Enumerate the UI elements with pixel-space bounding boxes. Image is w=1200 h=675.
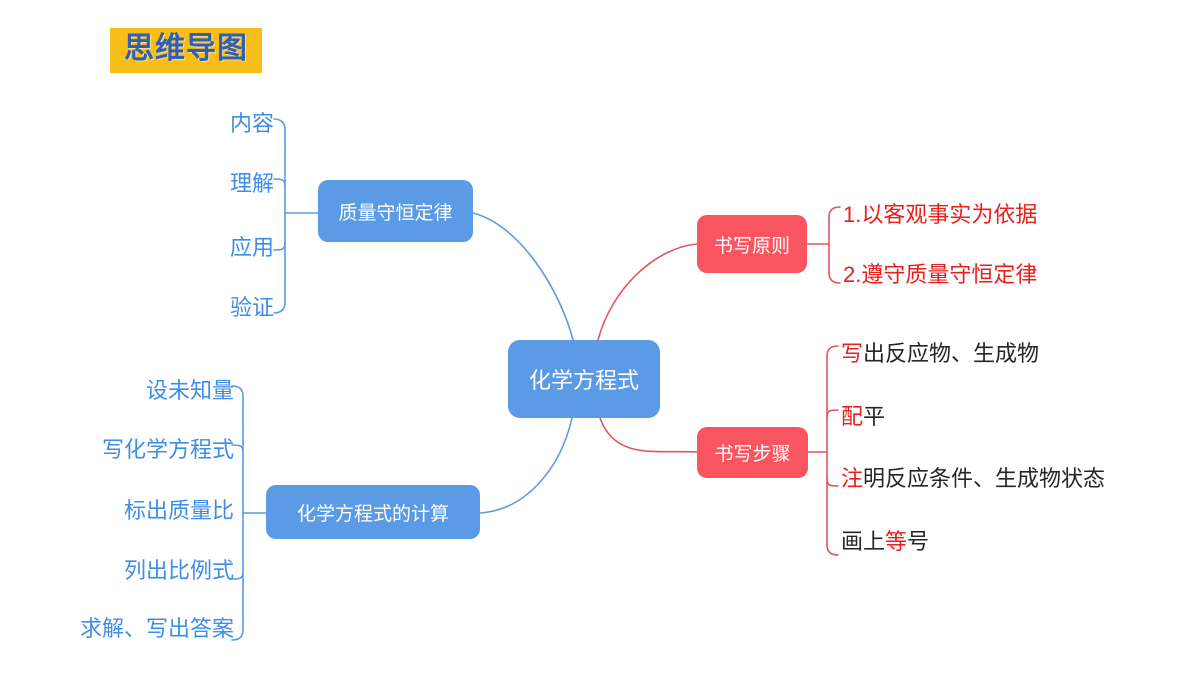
wire-steps-cap-bottom bbox=[826, 544, 839, 556]
leaf-mass-item-4[interactable]: 验证 bbox=[229, 295, 274, 320]
leaf-steps-item-4[interactable]: 画上等号 bbox=[841, 531, 929, 553]
leaf-steps-item-1-highlight: 写 bbox=[841, 341, 864, 366]
page-title-badge: 思维导图 bbox=[110, 28, 262, 73]
wire-center-to-principle bbox=[597, 243, 698, 341]
leaf-mass-item-1[interactable]: 内容 bbox=[229, 111, 274, 136]
leaf-steps-item-4-highlight: 等 bbox=[885, 529, 908, 554]
leaf-calc-item-4[interactable]: 列出比例式 bbox=[123, 558, 234, 583]
page-title: 思维导图 bbox=[124, 32, 248, 65]
leaf-calc-item-1[interactable]: 设未知量 bbox=[145, 378, 234, 403]
leaf-steps-item-4-post: 号 bbox=[907, 529, 930, 554]
leaf-steps-item-2-highlight: 配 bbox=[841, 404, 864, 429]
node-center-chemical-equation[interactable]: 化学方程式 bbox=[508, 340, 660, 418]
leaf-steps-item-2[interactable]: 配平 bbox=[841, 406, 885, 428]
leaf-principle-item-2[interactable]: 2.遵守质量守恒定律 bbox=[843, 262, 1038, 287]
wire-mass-stub-1 bbox=[273, 178, 286, 187]
wire-mass-cap-bottom bbox=[273, 301, 286, 314]
wire-principle-cap-bottom bbox=[828, 272, 841, 284]
wire-center-to-calc bbox=[479, 417, 573, 514]
node-equation-calculation[interactable]: 化学方程式的计算 bbox=[266, 485, 480, 539]
leaf-steps-item-3-post: 明反应条件、生成物状态 bbox=[863, 466, 1106, 491]
leaf-principle-item-1[interactable]: 1.以客观事实为依据 bbox=[843, 202, 1038, 227]
wire-steps-stub-2 bbox=[826, 478, 839, 487]
leaf-steps-item-3[interactable]: 注明反应条件、生成物状态 bbox=[841, 468, 1105, 490]
wire-steps-cap-top bbox=[826, 345, 839, 357]
wire-principle-cap-top bbox=[828, 206, 841, 218]
leaf-steps-item-1-post: 出反应物、生成物 bbox=[863, 341, 1040, 366]
node-writing-steps[interactable]: 书写步骤 bbox=[697, 427, 808, 478]
wire-mass-cap-top bbox=[273, 118, 286, 131]
leaf-steps-item-4-pre: 画上 bbox=[841, 529, 886, 554]
leaf-mass-item-2[interactable]: 理解 bbox=[229, 171, 274, 196]
node-writing-principles[interactable]: 书写原则 bbox=[697, 215, 807, 273]
wire-mass-stub-2 bbox=[273, 242, 286, 251]
leaf-calc-item-5[interactable]: 求解、写出答案 bbox=[79, 616, 234, 641]
leaf-calc-item-3[interactable]: 标出质量比 bbox=[123, 498, 234, 523]
wire-center-to-mass bbox=[472, 212, 574, 341]
node-mass-conservation[interactable]: 质量守恒定律 bbox=[318, 180, 473, 242]
wire-steps-stub-1 bbox=[826, 409, 839, 418]
leaf-mass-item-3[interactable]: 应用 bbox=[229, 235, 274, 260]
wire-center-to-steps bbox=[599, 417, 698, 453]
leaf-steps-item-3-highlight: 注 bbox=[841, 466, 864, 491]
leaf-steps-item-2-post: 平 bbox=[863, 404, 886, 429]
leaf-calc-item-2[interactable]: 写化学方程式 bbox=[101, 437, 234, 462]
leaf-steps-item-1[interactable]: 写出反应物、生成物 bbox=[841, 343, 1039, 365]
